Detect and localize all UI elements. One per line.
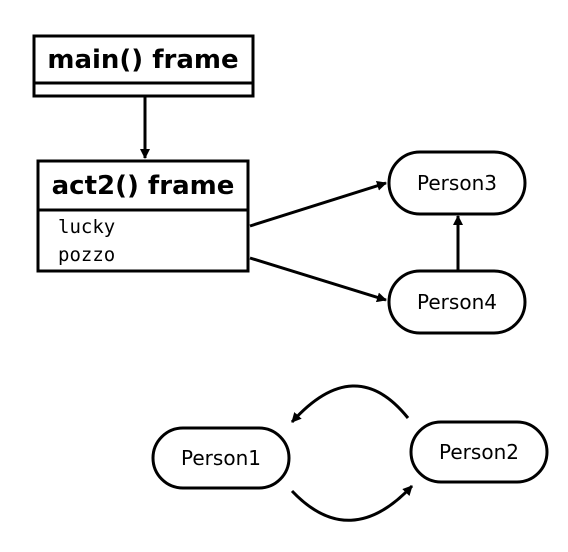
main-frame: main() frame <box>32 34 255 98</box>
person3-node: Person3 <box>387 150 527 216</box>
act2-frame-box <box>36 159 250 273</box>
person2-label: Person2 <box>439 440 519 464</box>
person1-node: Person1 <box>151 426 291 490</box>
person4-label: Person4 <box>417 290 497 314</box>
main-frame-title: main() frame <box>47 45 238 75</box>
arrow-person2-to-person1 <box>290 384 410 424</box>
person3-label: Person3 <box>417 171 497 195</box>
person2-box <box>409 420 549 484</box>
main-frame-box <box>32 34 255 98</box>
person3-box <box>387 150 527 216</box>
arrow-pozzo-to-person4 <box>249 256 387 303</box>
act2-frame: act2() frame lucky pozzo <box>36 159 250 273</box>
person1-label: Person1 <box>181 446 261 470</box>
variable-pozzo: pozzo <box>58 244 115 266</box>
person1-box <box>151 426 291 490</box>
arrow-lucky-to-person3 <box>249 180 387 228</box>
arrow-person1-to-person2 <box>290 484 414 522</box>
person4-node: Person4 <box>387 269 527 335</box>
person2-node: Person2 <box>409 420 549 484</box>
person4-box <box>387 269 527 335</box>
variable-lucky: lucky <box>58 216 115 238</box>
act2-frame-title: act2() frame <box>52 171 235 201</box>
